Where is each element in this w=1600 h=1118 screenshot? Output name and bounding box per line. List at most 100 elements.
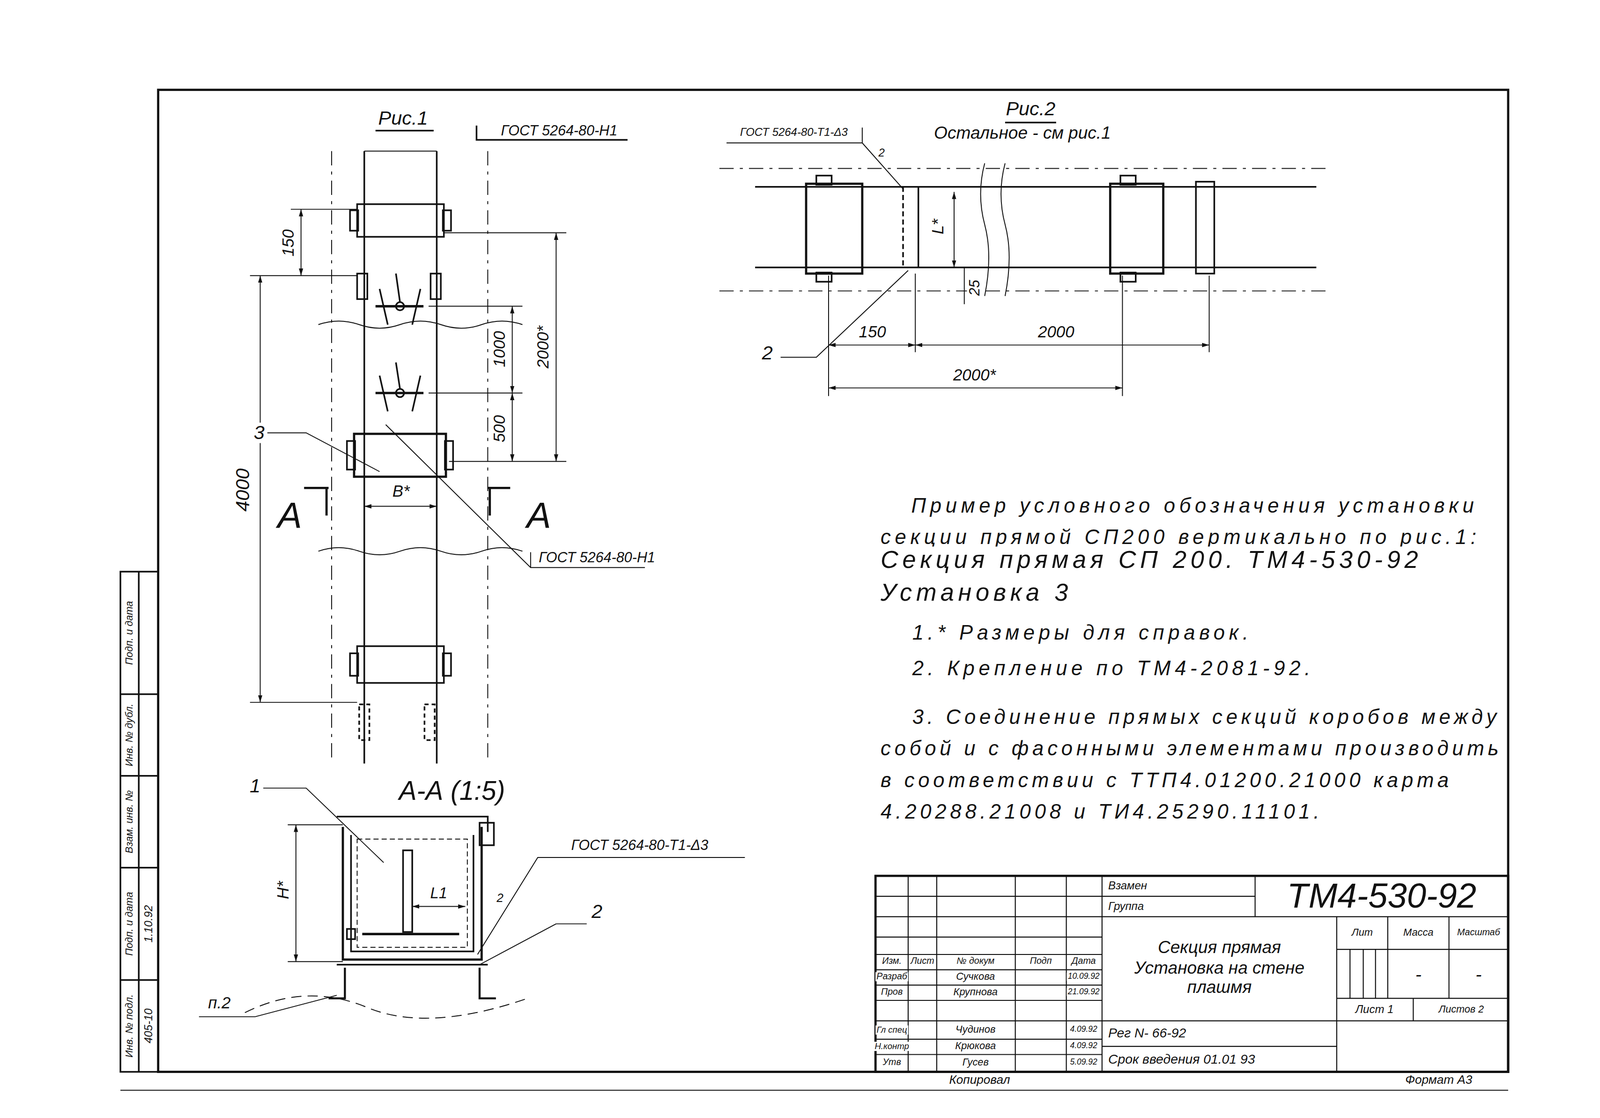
drawing-stroke [424, 703, 435, 740]
table-cell: 5.09.92 [1068, 1058, 1099, 1067]
drawing-stroke [120, 571, 159, 1072]
drawing-stroke [364, 150, 438, 152]
drawing-stroke [357, 645, 445, 683]
callout-number: 3 [252, 422, 266, 443]
drawing-stroke [120, 978, 159, 981]
dimension: 2000* [535, 324, 553, 370]
drawing-stroke [362, 932, 460, 935]
dimension: 2000 [1037, 324, 1076, 342]
drawing-stroke [828, 344, 916, 346]
drawing-stroke [428, 305, 523, 307]
drawing-stroke [963, 267, 965, 304]
drawing-stroke [755, 185, 1317, 188]
dimension: В* [391, 483, 411, 501]
dimension: 1000 [491, 329, 509, 369]
table-cell: Подп [1029, 956, 1053, 967]
drawing-stroke [295, 824, 297, 962]
drawing-stroke [1336, 916, 1509, 1021]
table-cell: № докум [955, 956, 996, 967]
table-cell: Дата [1070, 956, 1097, 967]
table-cell: Лист 1 [1354, 1003, 1395, 1015]
drawing-stroke [915, 344, 1209, 346]
figure-note: Остальное - см рис.1 [933, 124, 1112, 143]
copy-note: Копировал [948, 1073, 1011, 1086]
drawing-stroke [511, 306, 513, 393]
drawing-stroke [980, 163, 1010, 297]
drawing-stroke [287, 960, 343, 962]
drawing-stroke [479, 822, 495, 845]
table-cell: 21.09.92 [1066, 987, 1101, 996]
drawing-stroke [120, 866, 159, 868]
drawing-stroke [816, 272, 832, 282]
drawing-stroke [357, 204, 445, 238]
table-cell: Разраб [875, 971, 909, 982]
drawing-stroke [511, 392, 513, 462]
figure-title: Рис.1 [377, 108, 429, 129]
drawing-stroke [479, 923, 587, 965]
drawing-stroke [359, 703, 370, 740]
callout-number: 2 [590, 901, 604, 922]
drawing-stroke [318, 547, 523, 555]
drawing-stroke [1121, 275, 1123, 396]
section-mark: А [276, 496, 304, 535]
stamp-cell: Подп. и дата [124, 599, 135, 666]
dimension: 500 [491, 414, 509, 444]
drawing-stroke [336, 963, 488, 965]
stamp-cell: 405-10 [142, 1007, 155, 1045]
drawing-stroke [328, 967, 497, 998]
callout-number: 1 [248, 775, 262, 796]
drawing-stroke [250, 209, 645, 703]
drawing-stroke [379, 362, 421, 412]
drawing-stroke [914, 273, 916, 353]
dimension: L* [930, 217, 948, 236]
table-cell: 4.09.92 [1068, 1025, 1099, 1034]
drawing-stroke [555, 232, 557, 462]
drawing-stroke [403, 850, 413, 932]
note-text: 2. Крепление по ТМ4-2081-92. [911, 657, 1316, 680]
drawing-stroke [875, 875, 1509, 1072]
stamp-cell: Взам. инв. № [124, 788, 135, 854]
drawing-stroke [436, 150, 438, 763]
table-cell: - [1414, 964, 1423, 985]
drawing-stroke [347, 928, 356, 940]
weld-note: ГОСТ 5264-80-Т1-Δ3 [739, 126, 849, 139]
stamp-cell: 1.10.92 [142, 903, 155, 943]
drawing-stroke [443, 210, 452, 231]
drawing-stroke [443, 652, 452, 676]
dimension: 2000* [952, 366, 997, 385]
stamp-cell: Инв. № дубл. [124, 702, 135, 767]
drawing-stroke [364, 505, 438, 507]
drawing-stroke [430, 273, 441, 299]
table-cell: Группа [1107, 900, 1146, 912]
dimension: Н* [274, 879, 293, 900]
drawing-stroke [350, 834, 474, 951]
drawing-stroke [1208, 275, 1210, 352]
drawing-stroke [1102, 875, 1509, 1072]
table-cell: Изм. [881, 956, 903, 967]
table-cell: - [1474, 964, 1483, 985]
drawing-stroke [385, 424, 645, 568]
drawing-stroke [449, 460, 567, 462]
drawing-stroke [349, 210, 358, 231]
drawing-stroke [342, 826, 482, 960]
table-cell: Масса [1402, 927, 1435, 939]
table-cell: Лит [1350, 927, 1375, 939]
format-note: Формат А3 [1404, 1073, 1474, 1086]
drawing-stroke [444, 440, 453, 470]
table-cell: Крюкова [954, 1040, 997, 1052]
drawing-stroke [120, 774, 159, 777]
table-cell: Лист [909, 956, 936, 967]
callout-number: 2 [877, 147, 886, 159]
table-cell: Масштаб [1456, 927, 1502, 938]
table-cell: Н.контр [873, 1041, 911, 1051]
drawing-stroke [363, 150, 365, 763]
table-cell: Листов 2 [1437, 1003, 1485, 1015]
table-cell: Утв [881, 1057, 902, 1068]
document-title: Секция прямая Установка на стене плашмя [1111, 937, 1328, 998]
dimension: 150 [857, 324, 888, 342]
note-reference: п.2 [207, 994, 232, 1012]
table-cell: Гл спец [875, 1024, 909, 1034]
figure-title: Рис.2 [1004, 98, 1057, 119]
note-text: 3. Соединение прямых секций коробов межд… [879, 701, 1515, 828]
section-title: А-А (1:5) [398, 777, 507, 805]
